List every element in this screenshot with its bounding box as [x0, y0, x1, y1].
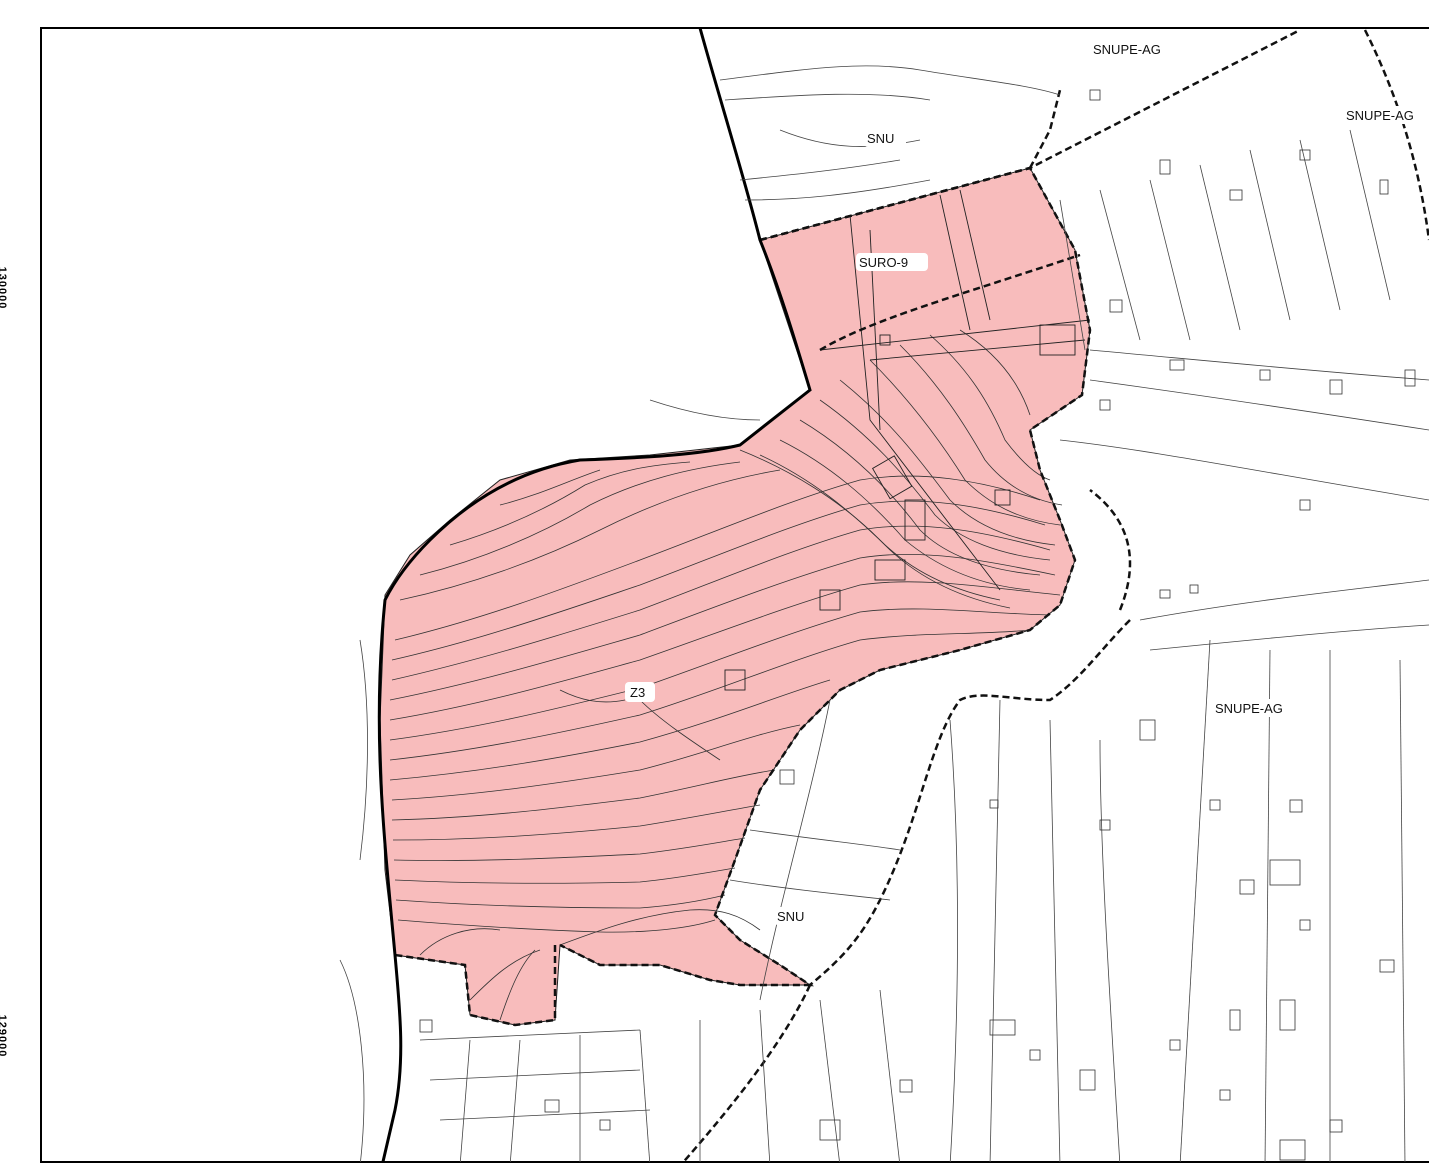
label-snupe-ag-right: SNUPE-AG	[1346, 108, 1414, 123]
municipal-boundary	[377, 28, 812, 1162]
label-snu-top: SNU	[867, 131, 894, 146]
zone-boundary-dashed	[394, 28, 1429, 1162]
label-z3: Z3	[630, 685, 645, 700]
label-snupe-ag-top: SNUPE-AG	[1093, 42, 1161, 57]
parcel-lines-suro	[724, 189, 1091, 691]
contour-lines	[389, 329, 1063, 1021]
building-outlines	[419, 89, 1416, 1161]
zone-labels: SNUPE-AG SNUPE-AG SNU SURO-9 Z3 SNUPE-AG…	[625, 40, 1429, 925]
label-suro-9: SURO-9	[859, 255, 908, 270]
label-snupe-ag-mid: SNUPE-AG	[1215, 701, 1283, 716]
label-snu-bottom: SNU	[777, 909, 804, 924]
background-lines	[339, 65, 1429, 1162]
